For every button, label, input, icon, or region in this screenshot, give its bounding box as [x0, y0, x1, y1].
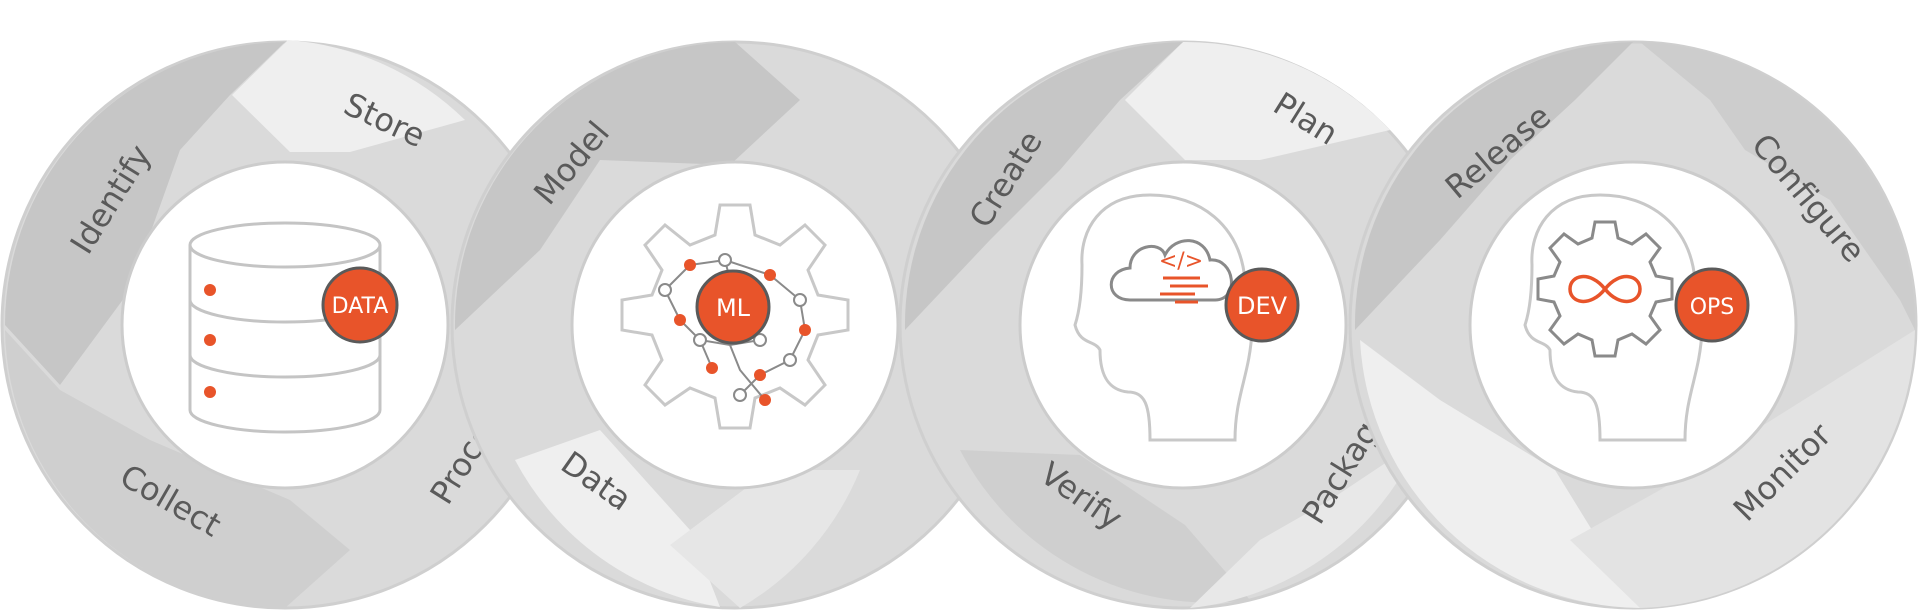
badge-dev: DEV — [1224, 267, 1300, 343]
segment-package — [1190, 440, 1420, 608]
segment-identify — [4, 42, 285, 385]
head-gear-infinity-icon — [1523, 193, 1704, 442]
head-cloud-code-icon: </> — [1073, 193, 1254, 442]
segment-verify — [960, 450, 1250, 603]
badge-data: DATA — [321, 266, 399, 344]
segment-model — [454, 42, 800, 330]
cycle-ml: ML Model Data — [450, 40, 1020, 610]
segment-store — [232, 40, 465, 152]
cycle-ops: OPS Release Configure Monitor — [1348, 40, 1918, 610]
segment-data — [515, 430, 720, 607]
segment-collect — [5, 330, 350, 608]
segment-configure — [1640, 42, 1916, 330]
segment-plan — [1125, 41, 1390, 161]
segment-create — [904, 42, 1183, 330]
badge-dev-label: DEV — [1237, 292, 1288, 320]
badge-ops-label: OPS — [1690, 295, 1735, 320]
badge-ml: ML — [695, 269, 771, 345]
badge-data-label: DATA — [332, 294, 389, 319]
segment-ops-bottom-left — [1360, 340, 1640, 608]
badge-ops: OPS — [1674, 267, 1750, 343]
segment-release — [1354, 42, 1633, 330]
segment-monitor — [1570, 330, 1915, 608]
svg-text:</>: </> — [1159, 249, 1203, 274]
segment-ml-bottom — [670, 470, 860, 608]
cycle-dev: </> DEV Create Plan Verify Package — [898, 40, 1468, 610]
badge-ml-label: ML — [716, 294, 751, 322]
